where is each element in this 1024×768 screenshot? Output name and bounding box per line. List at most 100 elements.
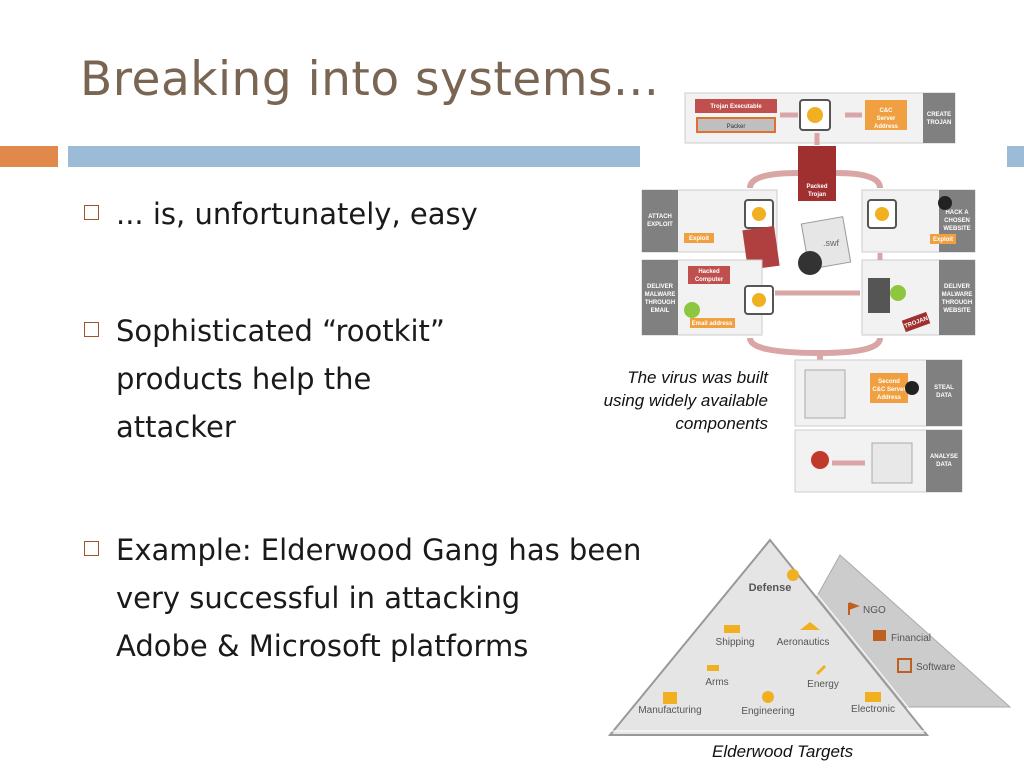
target-financial: Financial <box>891 633 931 644</box>
gun-icon <box>707 665 719 671</box>
hacked-computer-box <box>688 266 730 284</box>
svg-text:Packed: Packed <box>806 184 827 190</box>
svg-text:C&C: C&C <box>880 108 894 114</box>
hacker-icon <box>905 381 919 395</box>
front-pyramid <box>607 538 930 736</box>
trojan-executable-box <box>695 99 777 113</box>
svg-text:Exploit: Exploit <box>689 236 709 242</box>
user-icon <box>890 285 906 301</box>
create-trojan-label-bg <box>923 93 955 143</box>
svg-text:Server: Server <box>877 116 896 122</box>
svg-text:STEAL: STEAL <box>934 385 954 391</box>
target-software: Software <box>916 662 956 673</box>
svg-text:WEBSITE: WEBSITE <box>943 308 970 314</box>
factory-icon <box>663 692 677 704</box>
malicious-file-icon <box>742 225 780 271</box>
virus-caption: The virus was built using widely availab… <box>560 366 768 435</box>
attacker-icon <box>811 451 829 469</box>
documents-icon <box>804 369 846 419</box>
svg-text:EMAIL: EMAIL <box>651 308 670 314</box>
exploit-box <box>684 233 714 243</box>
bank-icon <box>873 630 886 641</box>
packed-trojan-box <box>798 146 836 201</box>
svg-text:THROUGH: THROUGH <box>645 300 675 306</box>
accent-bar-orange <box>0 146 58 167</box>
svg-text:DATA: DATA <box>936 462 952 468</box>
svg-text:C&C Server: C&C Server <box>872 387 906 393</box>
svg-text:HACK A: HACK A <box>945 210 969 216</box>
caption-line: The virus was built <box>627 368 768 387</box>
target-defense: Defense <box>749 582 792 594</box>
bullet-text: attacker <box>116 410 236 444</box>
slide-title: Breaking into systems... <box>80 52 660 107</box>
server-icon <box>868 278 890 313</box>
attack-flow-diagram: CREATE TROJAN Trojan Executable Packer C… <box>641 92 976 493</box>
user-icon <box>684 302 700 318</box>
email-address-box <box>690 318 735 328</box>
trojan-executable-label: Trojan Executable <box>710 104 762 110</box>
ship-icon <box>724 625 740 633</box>
svg-text:MALWARE: MALWARE <box>942 292 973 298</box>
accent-bar-blue <box>68 146 640 167</box>
svg-text:EXPLOIT: EXPLOIT <box>647 222 673 228</box>
energy-icon <box>816 665 826 675</box>
chip-icon <box>865 692 881 702</box>
targets-pyramid: Defense Shipping Aeronautics Arms Energy… <box>607 535 1012 736</box>
bullet-square-icon <box>84 541 99 556</box>
bullet-text: products help the <box>116 362 372 396</box>
targets-caption: Elderwood Targets <box>712 742 854 761</box>
bullet-item-3: Example: Elderwood Gang has been very su… <box>84 526 641 670</box>
documents-icon <box>871 442 913 484</box>
bullet-text: very successful in attacking <box>116 581 521 615</box>
cc-server-box <box>865 100 907 130</box>
bomb-icon <box>798 251 822 275</box>
gear-icon-fill <box>807 107 823 123</box>
svg-text:THROUGH: THROUGH <box>942 300 972 306</box>
bullet-text: Example: Elderwood Gang has been <box>116 533 642 567</box>
target-arms: Arms <box>705 677 728 688</box>
svg-text:Trojan: Trojan <box>808 192 826 198</box>
bullet-item-1: ... is, unfortunately, easy <box>84 190 478 238</box>
svg-text:ATTACH: ATTACH <box>648 214 672 220</box>
target-shipping: Shipping <box>716 637 755 648</box>
caption-line: using widely available <box>603 391 768 410</box>
accent-bar-blue-right <box>1007 146 1024 167</box>
target-engineering: Engineering <box>741 706 794 717</box>
svg-text:Exploit: Exploit <box>933 237 953 243</box>
svg-text:Email address: Email address <box>692 321 733 327</box>
caption-line: components <box>675 414 768 433</box>
svg-text:MALWARE: MALWARE <box>645 292 676 298</box>
svg-text:Second: Second <box>878 379 900 385</box>
svg-text:Address: Address <box>874 124 899 130</box>
flag-icon <box>848 602 860 615</box>
bullet-item-2: Sophisticated “rootkit” products help th… <box>84 307 445 451</box>
svg-text:CHOSEN: CHOSEN <box>944 218 970 224</box>
cog-icon <box>762 691 774 703</box>
packer-box <box>696 117 776 133</box>
target-energy: Energy <box>807 679 839 690</box>
second-cc-box <box>870 373 908 403</box>
bullet-square-icon <box>84 205 99 220</box>
packer-label: Packer <box>727 124 746 130</box>
bullet-text: Adobe & Microsoft platforms <box>116 629 529 663</box>
target-manufacturing: Manufacturing <box>638 705 701 716</box>
svg-text:ANALYSE: ANALYSE <box>930 454 958 460</box>
svg-text:DELIVER: DELIVER <box>944 284 971 290</box>
hacker-icon <box>938 196 952 210</box>
plane-icon <box>800 622 820 630</box>
create-trojan-label: CREATE <box>927 112 951 118</box>
trojan-badge <box>901 311 931 333</box>
svg-text:TROJAN: TROJAN <box>927 120 952 126</box>
bullet-text: Sophisticated “rootkit” <box>116 314 445 348</box>
svg-text:DELIVER: DELIVER <box>647 284 674 290</box>
target-ngo: NGO <box>863 605 886 616</box>
svg-text:DATA: DATA <box>936 393 952 399</box>
svg-text:Computer: Computer <box>695 277 724 283</box>
shield-icon <box>787 569 799 581</box>
target-electronic: Electronic <box>851 704 895 715</box>
bullet-square-icon <box>84 322 99 337</box>
svg-text:.swf: .swf <box>823 238 840 248</box>
target-aeronautics: Aeronautics <box>777 637 830 648</box>
svg-text:Hacked: Hacked <box>698 269 720 275</box>
svg-text:WEBSITE: WEBSITE <box>943 226 970 232</box>
